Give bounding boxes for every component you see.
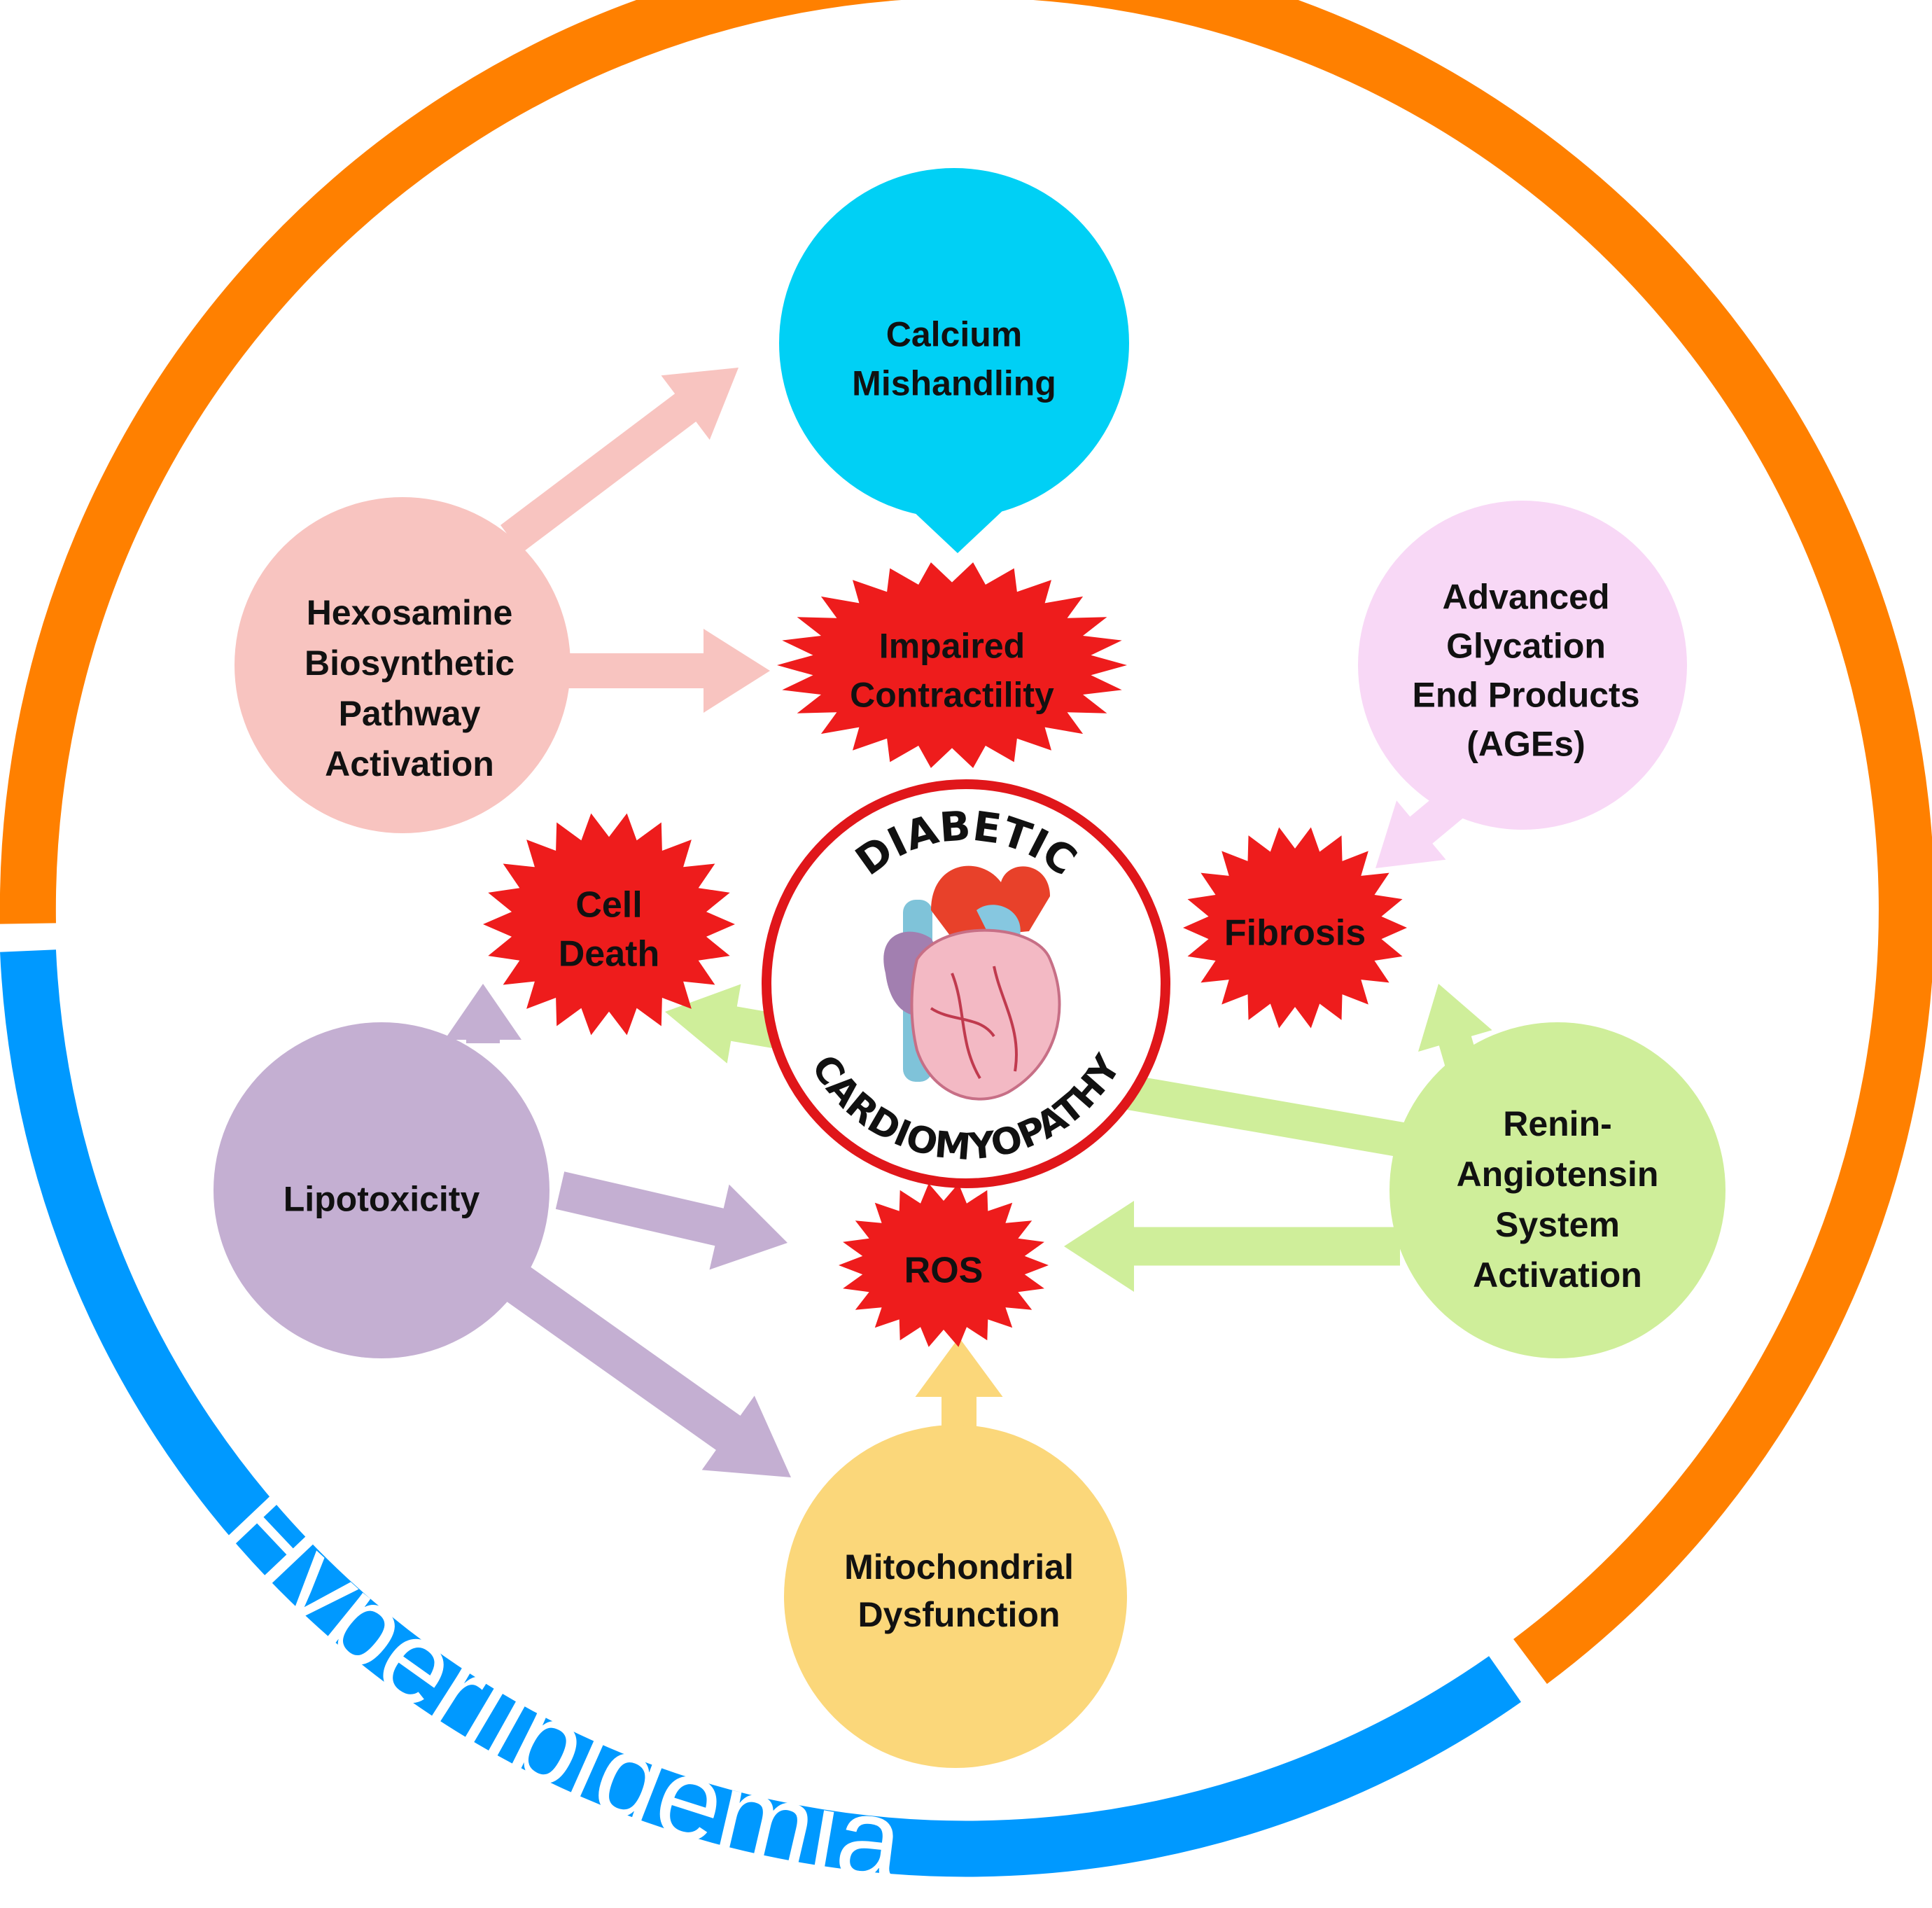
lipotoxicity-label-line: Lipotoxicity <box>284 1180 480 1219</box>
heart-icon <box>883 865 1061 1101</box>
ros-burst <box>839 1183 1049 1347</box>
hexosamine-pathway-node <box>234 497 570 833</box>
calcium-mishandling-label-line: Mishandling <box>852 364 1056 403</box>
arrow-lipotoxicity-to-mito <box>502 1264 791 1477</box>
ages-label-line: (AGEs) <box>1466 725 1585 764</box>
ages-node <box>1358 501 1687 830</box>
lipotoxicity-label: Lipotoxicity <box>284 1180 480 1219</box>
hyperlipidemia-arc <box>0 949 1521 1877</box>
impaired-contractility-label-line: Contractility <box>850 676 1054 715</box>
lipotoxicity-node <box>214 1022 550 1358</box>
renin-angiotensin-node <box>1390 1022 1726 1358</box>
calcium-mishandling-label-line: Calcium <box>886 315 1023 354</box>
hexosamine-pathway-label-line: Biosynthetic <box>304 643 514 683</box>
arrow-hexosamine-to-calcium <box>500 368 738 553</box>
arrow-lipotoxicity-to-ros <box>555 1171 788 1270</box>
cell-death-label-line: Death <box>559 934 659 975</box>
fibrosis-label: Fibrosis <box>1224 913 1366 954</box>
ages-label-line: Advanced <box>1443 578 1610 617</box>
arrow-lipotoxicity-to-cell-death <box>444 984 522 1043</box>
cell-death-label-line: Cell <box>575 885 642 926</box>
ages-label-line: Glycation <box>1446 627 1606 666</box>
center-badge: DIABETIC CARDIOMYOPATHY <box>762 779 1170 1188</box>
renin-angiotensin-label-line: Renin- <box>1503 1104 1612 1143</box>
ages-label-line: End Products <box>1412 676 1639 715</box>
renin-angiotensin-label-line: Activation <box>1473 1255 1642 1295</box>
mitochondrial-dysfunction-node <box>784 1425 1127 1768</box>
renin-angiotensin-label-line: Angiotensin <box>1457 1155 1659 1194</box>
hexosamine-pathway-label-line: Activation <box>325 744 494 784</box>
calcium-mishandling-node <box>779 168 1129 518</box>
renin-angiotensin-label-line: System <box>1495 1205 1620 1244</box>
hexosamine-pathway-label-line: Pathway <box>339 694 481 733</box>
arrow-mito-to-ros <box>915 1337 1003 1428</box>
ros-label: ROS <box>904 1251 983 1291</box>
hexosamine-pathway-label-line: Hexosamine <box>307 593 513 632</box>
ros-label-line: ROS <box>904 1251 983 1291</box>
cell-death-burst <box>483 813 735 1036</box>
mitochondrial-dysfunction-label-line: Mitochondrial <box>844 1547 1074 1587</box>
arrow-hexosamine-to-contractility <box>560 629 770 713</box>
impaired-contractility-label-line: Impaired <box>879 627 1025 666</box>
hyperglycemia-arc <box>0 0 1932 1684</box>
arrow-ras-to-ros <box>1064 1201 1400 1292</box>
mitochondrial-dysfunction-label-line: Dysfunction <box>858 1595 1060 1634</box>
fibrosis-burst <box>1183 827 1407 1029</box>
fibrosis-label-line: Fibrosis <box>1224 913 1366 954</box>
impaired-contractility-burst <box>777 562 1127 768</box>
